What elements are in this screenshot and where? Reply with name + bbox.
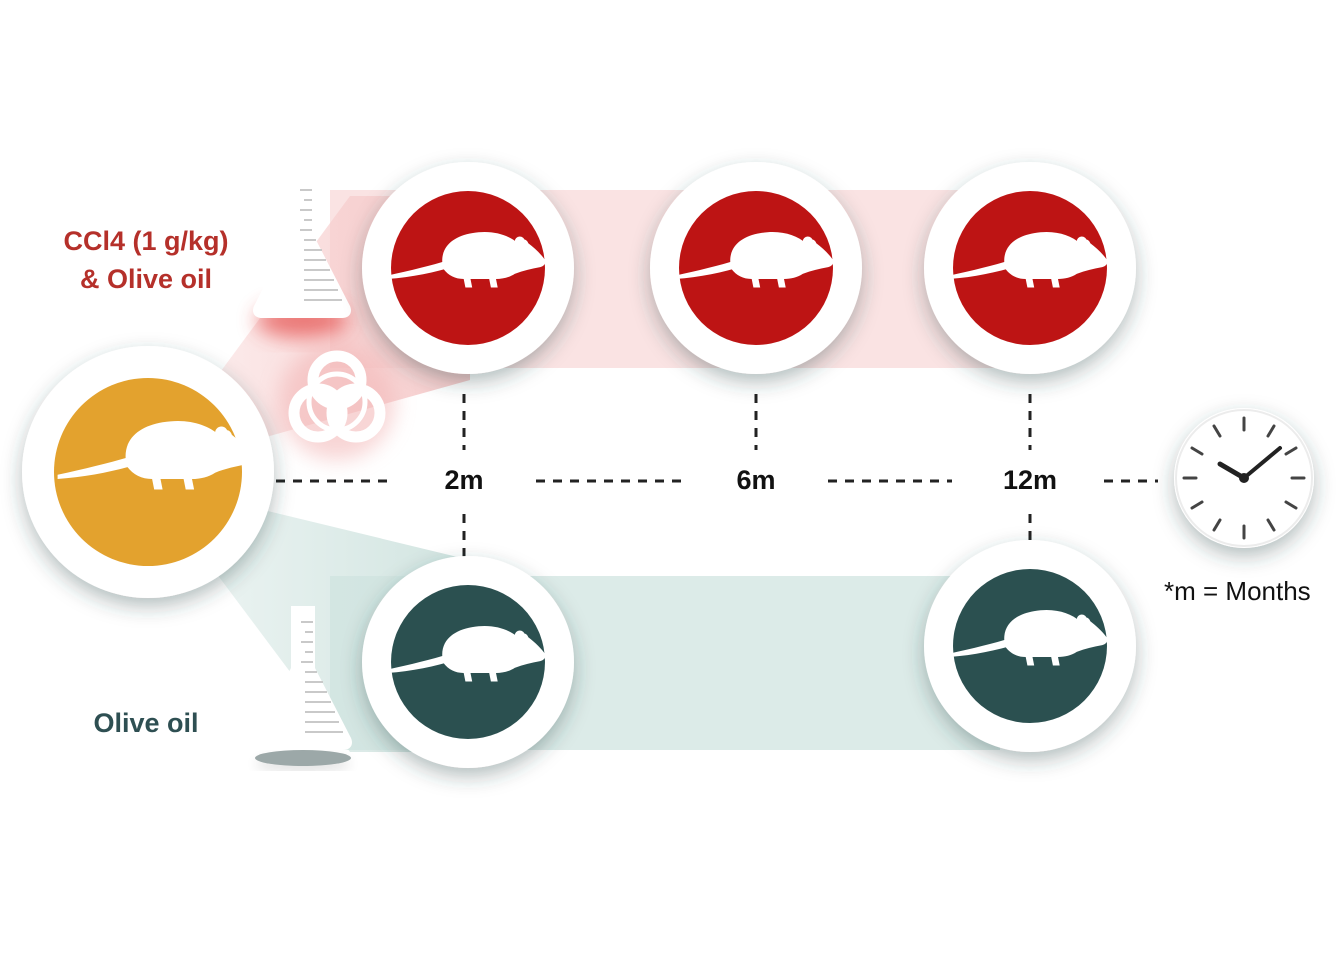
- treatment-6m-node: [650, 162, 862, 374]
- treatment-flask-icon: [251, 173, 353, 338]
- timepoint-label-2m: 2m: [444, 465, 484, 495]
- baseline-mouse-group: [22, 346, 274, 598]
- treatment-group-label: CCl4 (1 g/kg) & Olive oil: [40, 222, 252, 298]
- timepoint-label-12m: 12m: [1002, 465, 1058, 495]
- control-group-label: Olive oil: [93, 708, 199, 738]
- control-flask-icon: [252, 605, 354, 766]
- treatment-12m-node: [924, 162, 1136, 374]
- timepoint-label-6m: 6m: [736, 465, 776, 495]
- clock-icon: [1174, 408, 1314, 548]
- months-footnote: *m = Months: [1164, 576, 1311, 606]
- timeline-axis: [276, 394, 1158, 560]
- control-2m-node: [362, 556, 574, 768]
- treatment-label-line2: & Olive oil: [79, 264, 213, 294]
- control-12m-node: [924, 540, 1136, 752]
- treatment-label-line1: CCl4 (1 g/kg): [63, 226, 229, 256]
- biohazard-icon: [279, 344, 395, 460]
- treatment-2m-node: [362, 162, 574, 374]
